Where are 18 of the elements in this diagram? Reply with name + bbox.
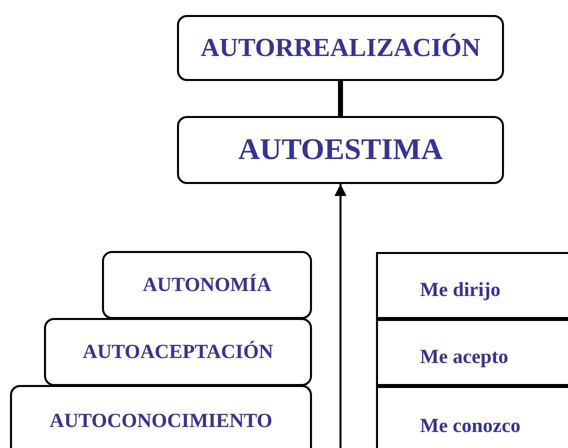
- box-label: AUTOACEPTACIÓN: [82, 340, 274, 364]
- arrow: [334, 184, 346, 448]
- rounded-box: [102, 251, 312, 319]
- connector-line: [338, 81, 343, 116]
- table-row: [376, 252, 568, 319]
- rounded-box: [177, 116, 504, 184]
- box-label: AUTOESTIMA: [238, 133, 443, 167]
- rounded-box: [177, 15, 504, 81]
- box-label: AUTOCONOCIMIENTO: [50, 410, 272, 432]
- table-row: [376, 386, 568, 448]
- box-label: AUTORREALIZACIÓN: [200, 33, 480, 63]
- table-row: [376, 319, 568, 386]
- rounded-box: [10, 385, 312, 448]
- row-text: Me dirijo: [420, 279, 501, 302]
- rounded-box: [44, 318, 312, 386]
- row-text: Me conozco: [420, 414, 521, 438]
- box-label: AUTONOMÍA: [142, 274, 272, 296]
- row-text: Me acepto: [420, 346, 508, 369]
